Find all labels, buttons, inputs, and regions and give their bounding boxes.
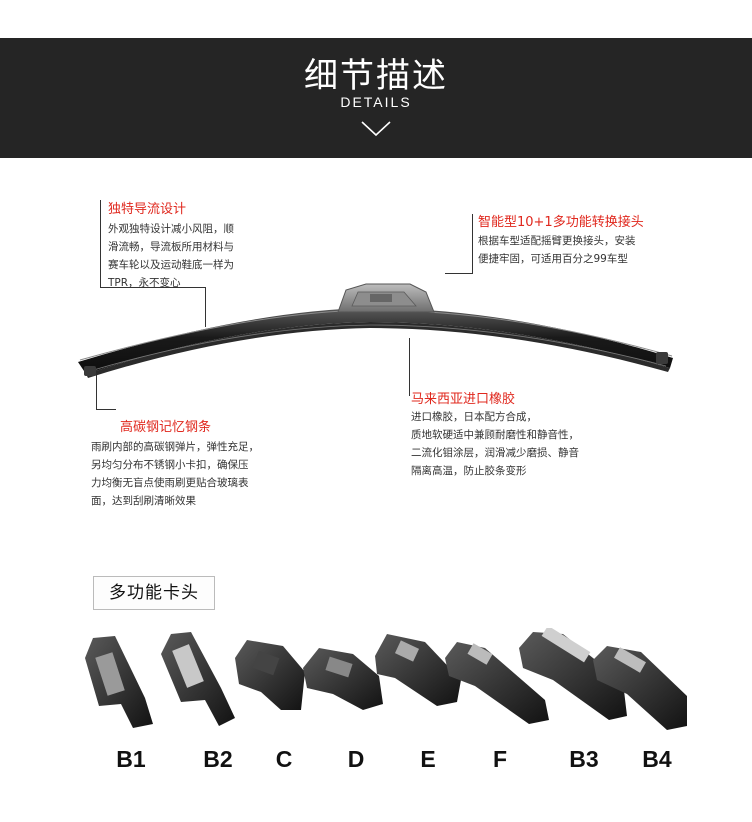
- connector-line: 便捷牢固，可适用百分之99车型: [478, 253, 628, 265]
- adapters-image: [85, 628, 687, 730]
- steel-line: 面，达到刮刷清晰效果: [91, 495, 196, 507]
- steel-callout-line: [96, 409, 116, 410]
- connector-callout-line: [445, 273, 472, 274]
- steel-spring-description: 雨刷内部的高碳钢弹片，弹性充足， 另均匀分布不锈钢小卡扣，确保压 力均衡无盲点使…: [91, 438, 259, 510]
- section-title: 细节描述: [304, 56, 448, 96]
- aero-line: TPR，永不变心: [108, 277, 181, 289]
- rubber-title: 马来西亚进口橡胶: [411, 392, 516, 407]
- chevron-down-icon: [361, 121, 391, 137]
- aero-callout-line: [205, 287, 206, 327]
- adapter-f-icon: [445, 642, 549, 724]
- adapter-label-c: C: [275, 746, 293, 772]
- aero-line: 外观独特设计减小风阻，顺: [108, 223, 234, 235]
- rubber-line: 隔离高温，防止胶条变形: [411, 465, 527, 477]
- aero-design-description: 外观独特设计减小风阻，顺 滑流畅，导流板所用材料与 赛车轮以及运动鞋底一样为 T…: [108, 220, 234, 292]
- adapter-label-b2: B2: [203, 746, 233, 772]
- adapter-label-d: D: [347, 746, 365, 772]
- rubber-line: 进口橡胶，日本配方合成，: [411, 411, 537, 423]
- adapter-e-icon: [375, 634, 461, 706]
- adapter-label-e: E: [420, 746, 436, 772]
- aero-callout-line: [100, 287, 205, 288]
- connector-description: 根据车型适配摇臂更换接头，安装 便捷牢固，可适用百分之99车型: [478, 232, 636, 268]
- aero-line: 滑流畅，导流板所用材料与: [108, 241, 234, 253]
- adapter-b1-icon: [85, 636, 153, 728]
- adapter-label-b3: B3: [569, 746, 599, 772]
- aero-line: 赛车轮以及运动鞋底一样为: [108, 259, 234, 271]
- rubber-callout-line: [409, 338, 410, 396]
- adapter-label-b4: B4: [642, 746, 672, 772]
- adapter-label-b1: B1: [116, 746, 146, 772]
- steel-spring-title: 高碳钢记忆钢条: [120, 420, 212, 435]
- aero-design-title: 独特导流设计: [108, 202, 187, 217]
- section-subtitle: DETAILS: [340, 94, 412, 110]
- adapter-d-icon: [303, 648, 383, 710]
- rubber-line: 二流化钼涂层，润滑减少磨损、静音: [411, 447, 579, 459]
- steel-line: 力均衡无盲点使雨刷更贴合玻璃表: [91, 477, 249, 489]
- aero-callout-line: [100, 200, 101, 288]
- details-header: 细节描述 DETAILS: [0, 38, 752, 158]
- adapter-label-f: F: [492, 746, 508, 772]
- connector-callout-line: [472, 214, 473, 274]
- adapter-c-icon: [235, 640, 305, 710]
- connector-title: 智能型10+1多功能转换接头: [478, 215, 644, 230]
- multi-adapter-label: 多功能卡头: [93, 576, 215, 610]
- connector-line: 根据车型适配摇臂更换接头，安装: [478, 235, 636, 247]
- steel-line: 雨刷内部的高碳钢弹片，弹性充足，: [91, 441, 259, 453]
- adapter-b2-icon: [161, 632, 235, 726]
- rubber-line: 质地软硬适中兼顾耐磨性和静音性，: [411, 429, 579, 441]
- rubber-description: 进口橡胶，日本配方合成， 质地软硬适中兼顾耐磨性和静音性， 二流化钼涂层，润滑减…: [411, 408, 579, 480]
- adapter-b4-icon: [593, 646, 687, 730]
- steel-callout-line: [96, 372, 97, 410]
- steel-line: 另均匀分布不锈钢小卡扣，确保压: [91, 459, 249, 471]
- adapter-b3-icon: [519, 628, 627, 720]
- wiper-blade-image: [78, 283, 673, 378]
